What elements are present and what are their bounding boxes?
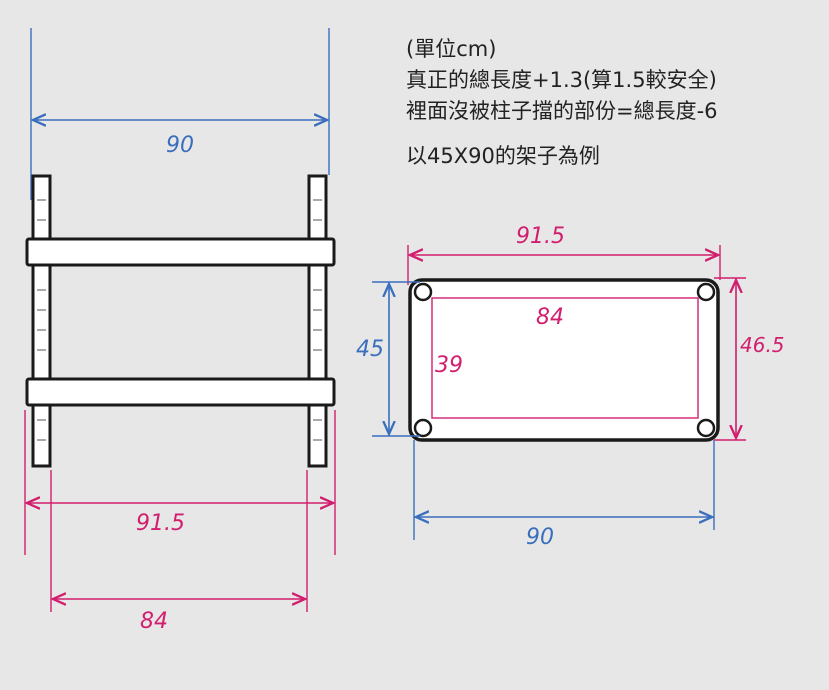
notes-block: (單位cm) 真正的總長度+1.3(算1.5較安全) 裡面沒被柱子擋的部份=總長… [406,34,718,172]
lower-shelf [25,377,336,407]
side-inner-width-label: 84 [140,609,168,634]
top-outer-length-label: 91.5 [516,224,565,249]
top-length-label: 90 [526,525,554,550]
unit-note: (單位cm) [406,37,497,61]
upper-shelf [25,237,336,267]
top-inner-depth-label: 39 [435,353,463,378]
side-view: 90 [24,28,336,634]
inner-usable-area [431,297,699,419]
example-note: 以45X90的架子為例 [406,144,600,168]
side-outer-width-label: 91.5 [136,511,185,536]
top-outer-depth-label: 46.5 [740,333,785,357]
post-bottom-left [413,418,433,438]
top-depth-label: 45 [356,337,384,362]
top-view: 91.5 84 39 45 46.5 [356,224,785,550]
post-top-right [696,282,716,302]
post-top-left [413,282,433,302]
post-bottom-right [696,418,716,438]
side-top-width-label: 90 [166,133,194,158]
top-inner-length-label: 84 [536,305,564,330]
total-length-note: 真正的總長度+1.3(算1.5較安全) [406,68,717,92]
inner-length-note: 裡面沒被柱子擋的部份=總長度-6 [406,99,718,123]
